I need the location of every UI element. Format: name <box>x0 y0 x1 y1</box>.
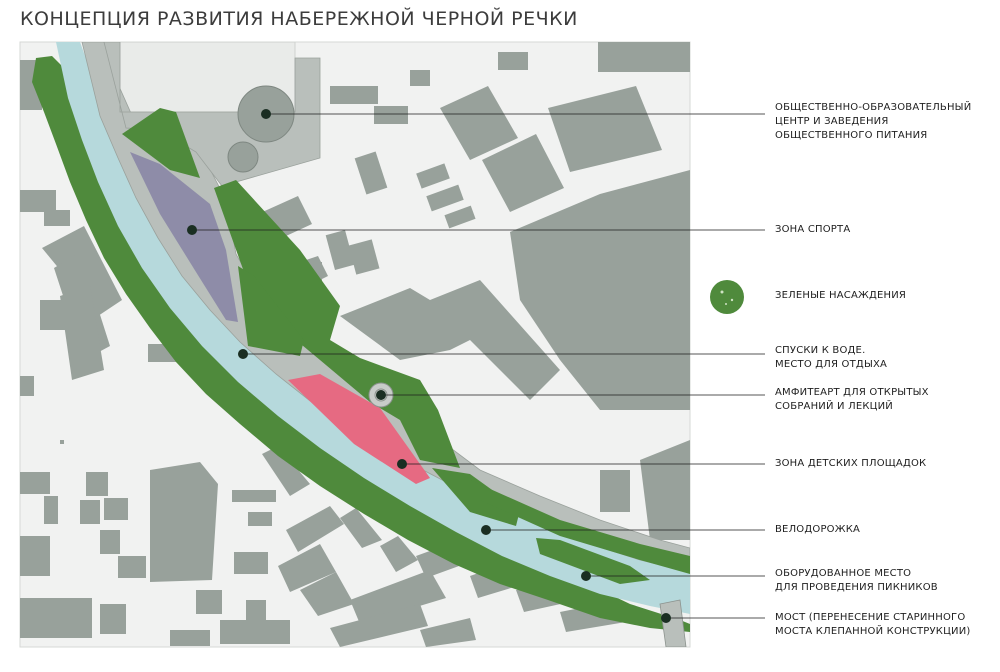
marker-descents <box>238 349 248 359</box>
greenery-swatch-dot <box>720 290 724 294</box>
greenery-swatch <box>710 280 744 314</box>
legend-bike: ВЕЛОДОРОЖКА <box>775 524 861 535</box>
legend-sport: ЗОНА СПОРТА <box>775 224 851 235</box>
green-bank-left <box>32 56 690 632</box>
legend-greenery: ЗЕЛЕНЫЕ НАСАЖДЕНИЯ <box>775 290 907 301</box>
map-markers <box>187 109 671 623</box>
marker-bridge <box>661 613 671 623</box>
legend-bridge: МОСТ (ПЕРЕНЕСЕНИЕ СТАРИННОГО МОСТА КЛЕПА… <box>775 612 971 637</box>
greenery-swatch-dot <box>730 298 734 302</box>
marker-education <box>261 109 271 119</box>
page-title: КОНЦЕПЦИЯ РАЗВИТИЯ НАБЕРЕЖНОЙ ЧЕРНОЙ РЕЧ… <box>20 8 578 30</box>
green-patches <box>122 108 690 584</box>
leader-lines <box>192 113 765 619</box>
legend-amphitheater: АМФИТЕАРТ ДЛЯ ОТКРЫТЫХ СОБРАНИЙ И ЛЕКЦИЙ <box>775 387 929 412</box>
greenery-swatch-dot <box>725 303 727 305</box>
bridge <box>659 599 687 647</box>
marker-sport <box>187 225 197 235</box>
marker-bike <box>481 525 491 535</box>
river <box>56 42 690 614</box>
sport-zone <box>130 152 238 322</box>
marker-kids <box>397 459 407 469</box>
round-building-small <box>227 141 259 173</box>
legend-descents: СПУСКИ К ВОДЕ. МЕСТО ДЛЯ ОТДЫХА <box>775 345 888 370</box>
marker-amphitheater <box>376 390 386 400</box>
legend-education: ОБЩЕСТВЕННО-ОБРАЗОВАТЕЛЬНЫЙ ЦЕНТР И ЗАВЕ… <box>775 102 972 141</box>
kids-zone <box>288 374 430 484</box>
marker-picnic <box>581 571 591 581</box>
legend-kids: ЗОНА ДЕТСКИХ ПЛОЩАДОК <box>775 458 927 469</box>
legend-picnic: ОБОРУДОВАННОЕ МЕСТО ДЛЯ ПРОВЕДЕНИЯ ПИКНИ… <box>775 568 938 593</box>
